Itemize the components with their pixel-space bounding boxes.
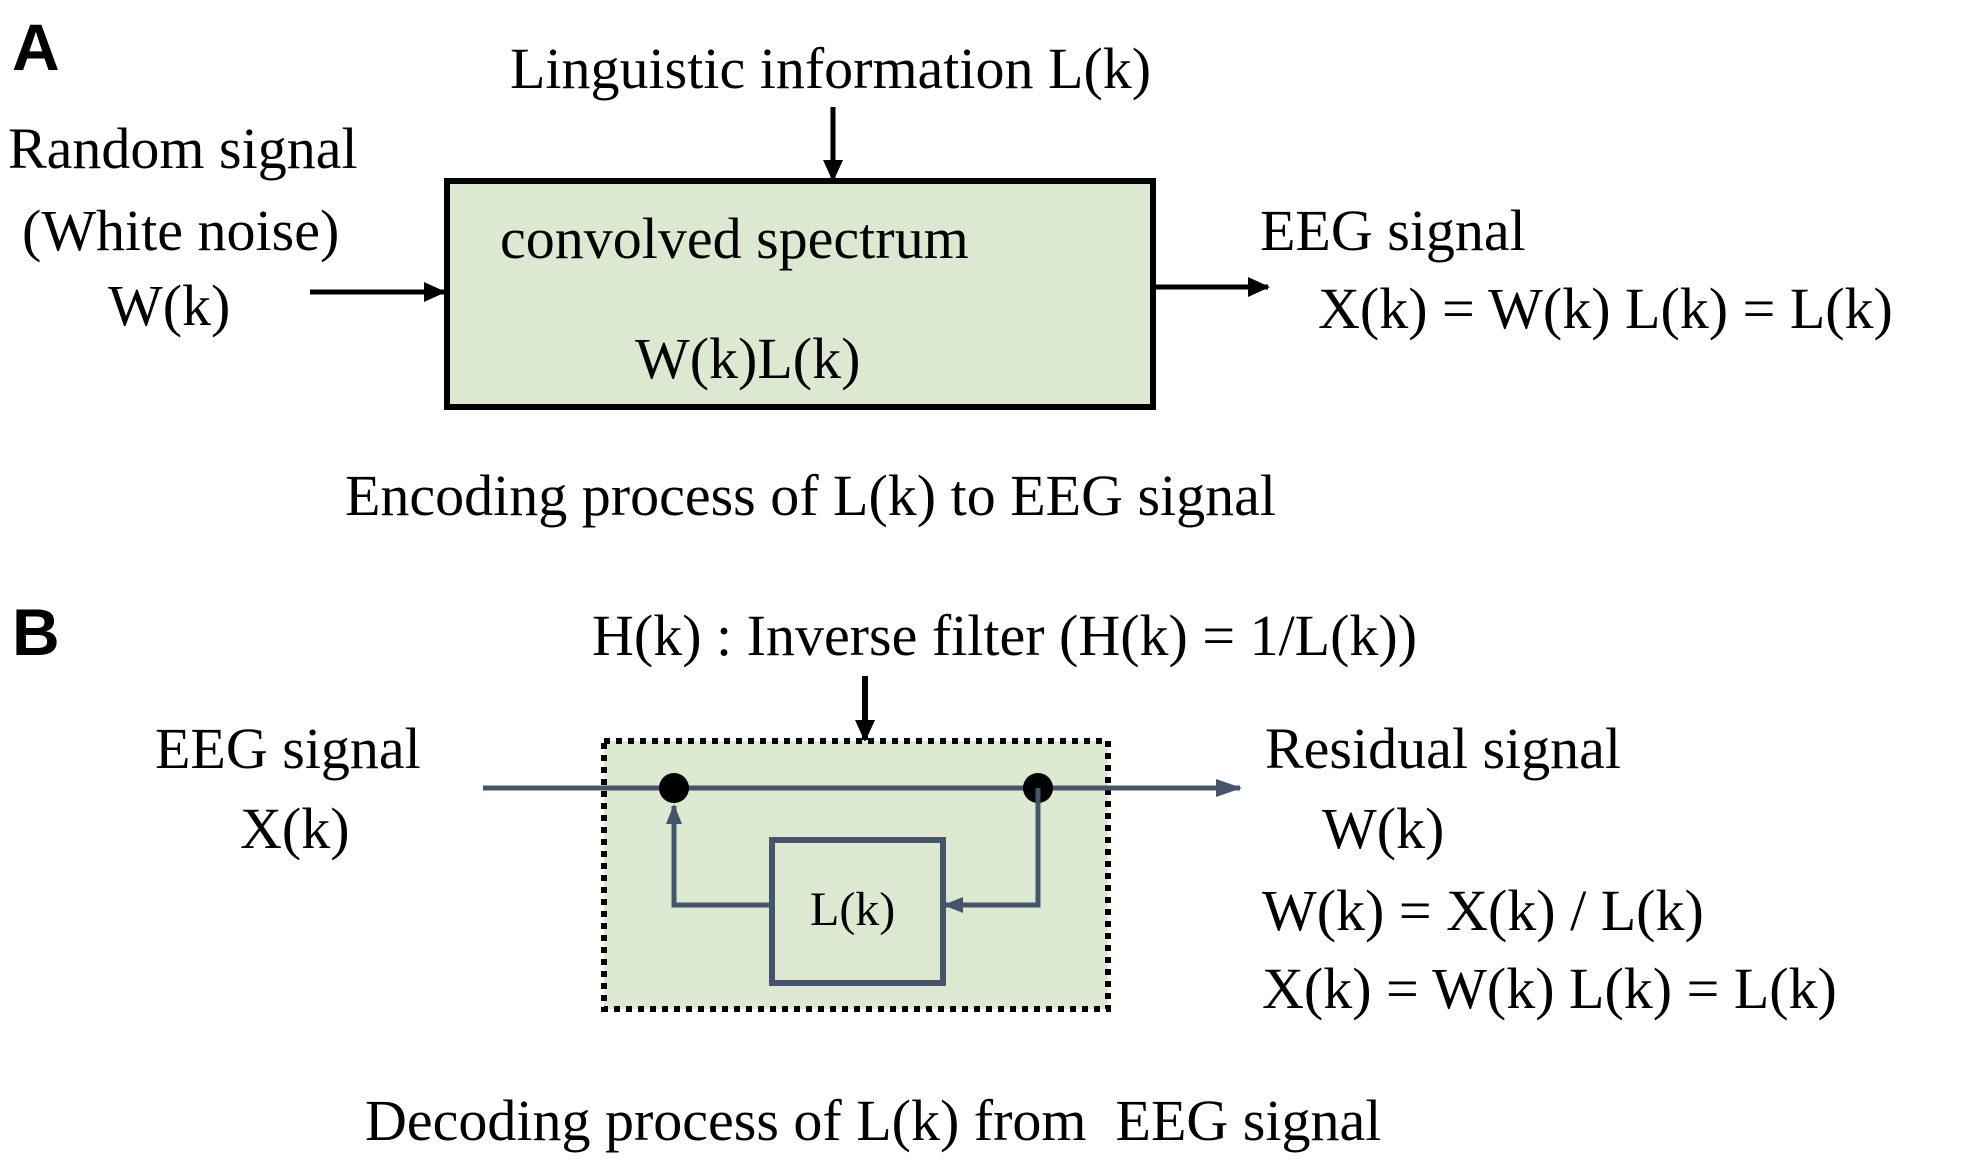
encoding-equation: X(k) = W(k) L(k) = L(k) — [1318, 276, 1893, 341]
inverse-filter-label: H(k) : Inverse filter (H(k) = 1/L(k)) — [592, 603, 1417, 668]
feedback-to-filter-path — [943, 788, 1041, 913]
feedback-from-filter-path — [666, 804, 772, 908]
panel-a-letter: A — [12, 10, 60, 84]
convolved-spectrum-box — [444, 178, 1156, 410]
encoding-caption: Encoding process of L(k) to EEG signal — [345, 463, 1276, 528]
panel-a: A Linguistic information L(k) Random sig… — [8, 10, 1893, 528]
decoding-caption: Decoding process of L(k) from EEG signal — [365, 1088, 1381, 1153]
l-k-filter-label: L(k) — [810, 883, 895, 936]
summing-node — [659, 773, 689, 803]
white-noise-label: (White noise) — [22, 198, 339, 263]
eeg-signal-output-label: EEG signal — [1260, 198, 1526, 263]
residual-signal-label: Residual signal — [1265, 716, 1621, 781]
w-k-input-label: W(k) — [108, 273, 230, 338]
decoding-equation: X(k) = W(k) L(k) = L(k) — [1262, 956, 1837, 1021]
product-w-l-label: W(k)L(k) — [635, 326, 860, 391]
residual-w-k-label: W(k) — [1322, 796, 1444, 861]
convolved-spectrum-label: convolved spectrum — [500, 206, 969, 271]
linguistic-information-label: Linguistic information L(k) — [510, 36, 1151, 101]
random-signal-label: Random signal — [8, 116, 358, 181]
panel-b-letter: B — [12, 595, 60, 669]
panel-b: B H(k) : Inverse filter (H(k) = 1/L(k)) … — [12, 595, 1837, 1153]
residual-equation: W(k) = X(k) / L(k) — [1262, 878, 1704, 943]
l-k-filter-box — [769, 837, 946, 986]
x-k-input-label: X(k) — [240, 796, 350, 861]
eeg-signal-input-label: EEG signal — [155, 716, 421, 781]
